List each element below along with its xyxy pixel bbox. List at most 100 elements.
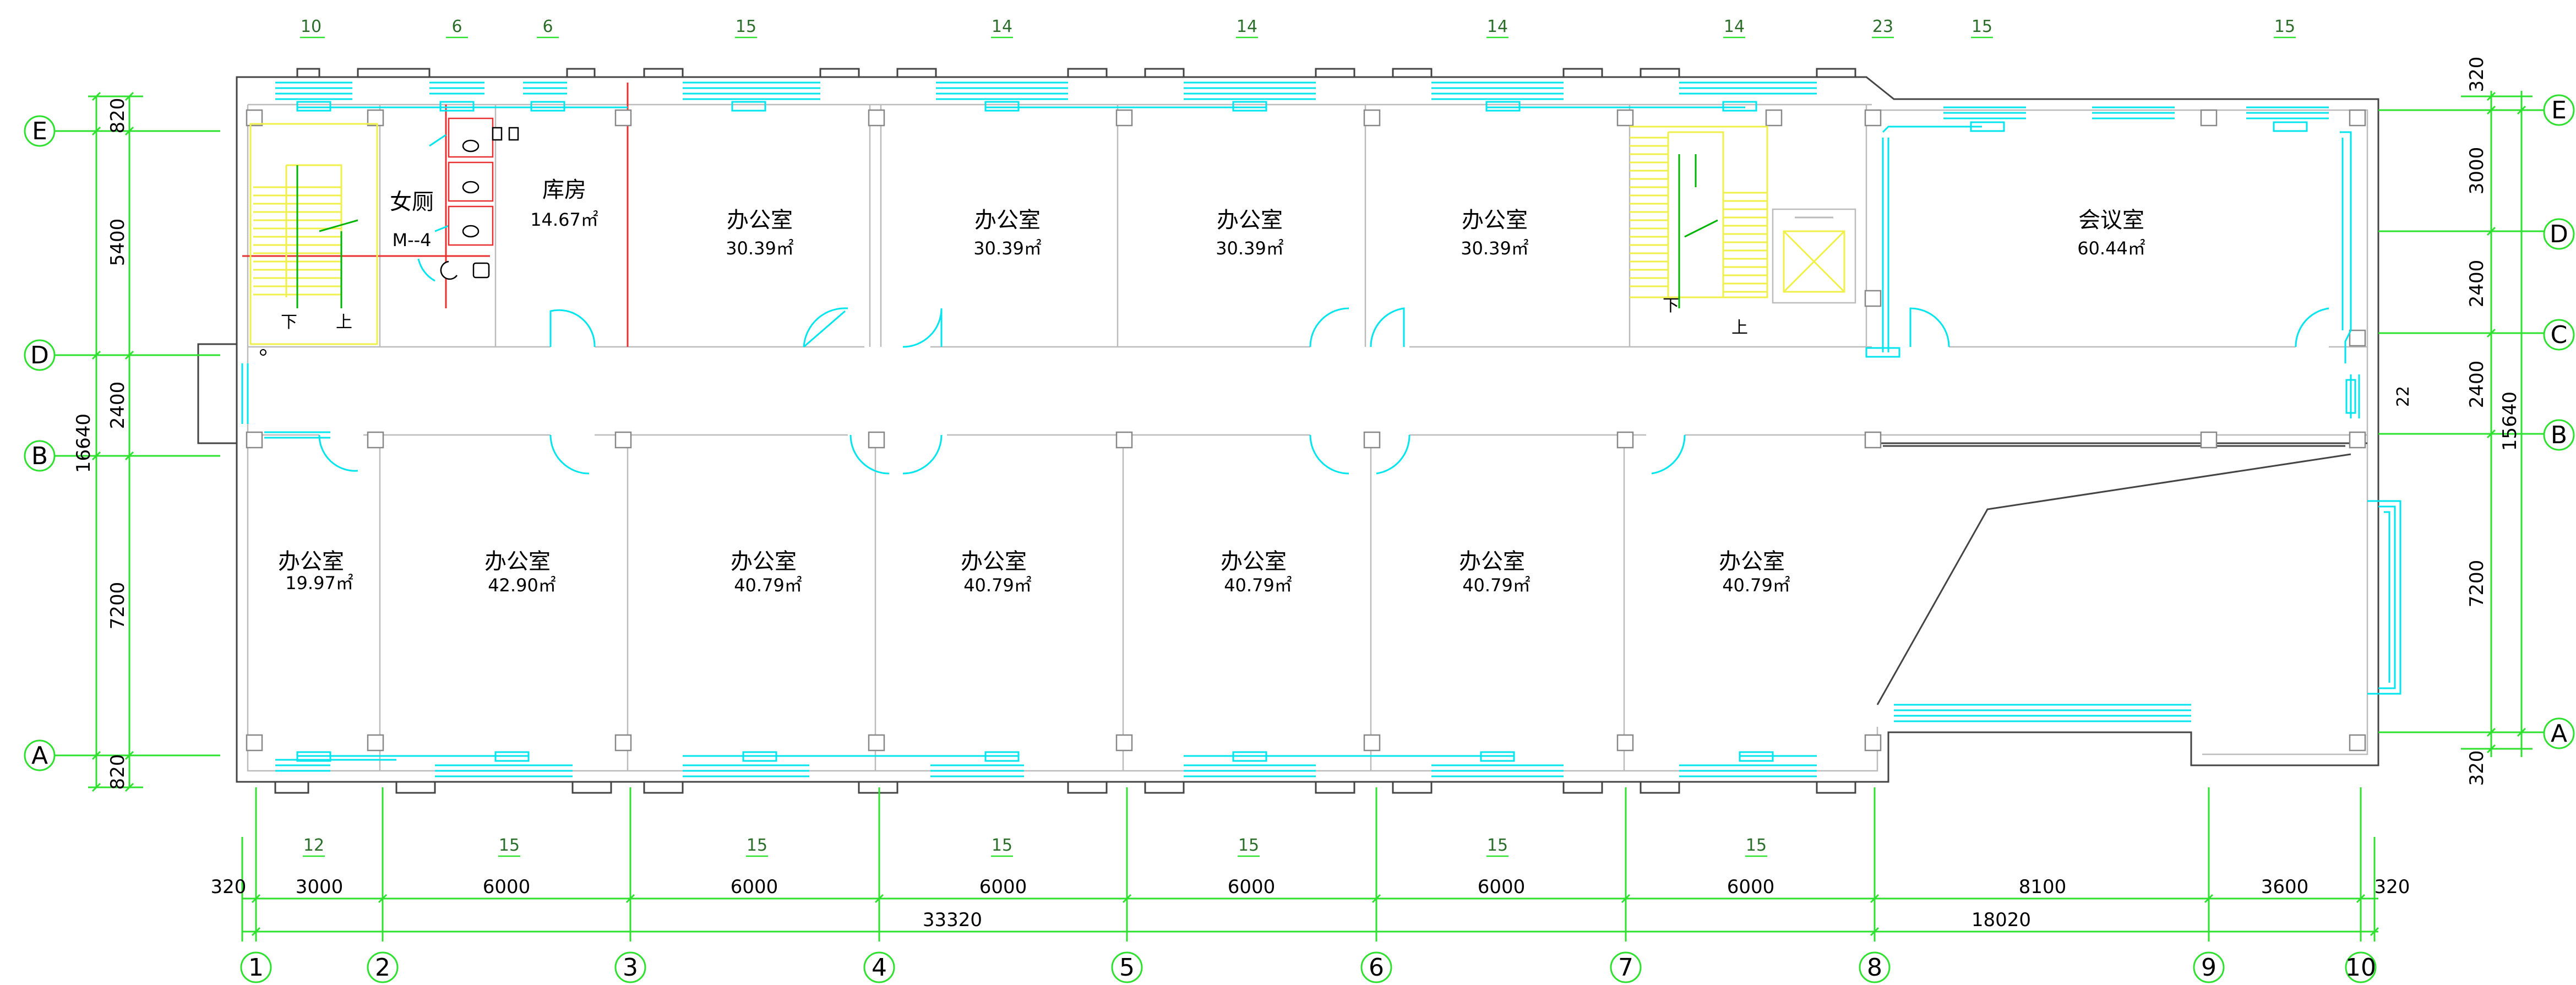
room-name-office-s5: 办公室 [1221, 549, 1287, 574]
top-tag: 15 [736, 17, 756, 36]
grid-column-label: 6 [1369, 954, 1384, 982]
dim-left: 7200 [107, 582, 129, 630]
top-tag: 14 [1237, 17, 1257, 36]
room-code-womens-toilet: M--4 [392, 230, 431, 251]
grid-row-label: C [2551, 321, 2568, 349]
grid-column-label: 4 [872, 954, 887, 982]
room-area-office-s1: 19.97㎡ [285, 573, 353, 594]
bottom-tag: 15 [499, 836, 520, 855]
bottom-tag: 12 [303, 836, 324, 855]
dim-bottom: 6000 [731, 876, 778, 898]
dim-right: 2400 [2466, 260, 2488, 308]
room-area-office-n2: 30.39㎡ [973, 238, 1042, 259]
grid-row-label: D [2550, 220, 2568, 248]
room-name-office-n2: 办公室 [974, 208, 1041, 233]
dim-bottom: 6000 [483, 876, 531, 898]
room-area-storage: 14.67㎡ [530, 209, 598, 230]
bottom-tag: 15 [1746, 836, 1767, 855]
building-outline [197, 68, 2379, 794]
dim-bottom-total: 33320 [923, 909, 982, 931]
grid-column-label: 9 [2201, 954, 2216, 982]
dim-left: 820 [107, 754, 129, 790]
grid-row-label: E [2551, 96, 2567, 124]
stair-down-label-east: 下 [1663, 296, 1679, 315]
room-area-office-n1: 30.39㎡ [726, 238, 794, 259]
room-labels: 女厕 M--4 库房 14.67㎡ 办公室 30.39㎡ 办公室 30.39㎡ … [278, 177, 2413, 596]
dim-right: 320 [2466, 750, 2488, 786]
room-area-office-s5: 40.79㎡ [1224, 575, 1292, 596]
windows [241, 81, 2401, 777]
dim-bottom: 6000 [1727, 876, 1775, 898]
dim-bottom: 8100 [2019, 876, 2067, 898]
grid-row-label: A [2551, 720, 2567, 748]
room-name-office-s6: 办公室 [1459, 549, 1525, 574]
grid-row-label: B [2551, 421, 2567, 449]
stair-up-label-east: 上 [1731, 318, 1748, 338]
room-area-office-s6: 40.79㎡ [1462, 575, 1531, 596]
room-area-office-n4: 30.39㎡ [1461, 238, 1529, 259]
columns [246, 109, 2366, 752]
dim-left-total: 16640 [73, 413, 95, 473]
bottom-tags: 12 15 15 15 15 15 15 [303, 836, 1767, 857]
room-name-office-n4: 办公室 [1462, 208, 1528, 233]
dim-right-total: 15640 [2499, 391, 2521, 451]
top-tag: 6 [542, 17, 553, 36]
grid-column-label: 10 [2345, 954, 2376, 982]
dim-bottom: 6000 [1478, 876, 1526, 898]
room-name-office-s4: 办公室 [961, 549, 1027, 574]
room-name-storage: 库房 [542, 177, 586, 203]
room-name-meeting: 会议室 [2078, 208, 2144, 233]
top-tag: 6 [451, 17, 462, 36]
bottom-dimensions: 320 3000 6000 6000 6000 6000 6000 6000 8… [211, 787, 2410, 942]
top-tag: 15 [1972, 17, 1992, 36]
grid-column-label: 7 [1618, 954, 1633, 982]
dim-bottom: 320 [2375, 876, 2410, 898]
grid-column-label: 3 [623, 954, 638, 982]
dim-left: 5400 [107, 219, 129, 266]
corridor-tag: 22 [2394, 386, 2413, 407]
room-area-office-s4: 40.79㎡ [963, 575, 1032, 596]
room-name-office-s7: 办公室 [1719, 549, 1785, 574]
room-name-office-s1: 办公室 [278, 549, 344, 574]
grid-row-label: A [31, 742, 48, 770]
room-area-meeting: 60.44㎡ [2077, 238, 2145, 259]
dim-right: 7200 [2466, 560, 2488, 608]
room-area-office-s7: 40.79㎡ [1722, 575, 1790, 596]
room-area-office-s3: 40.79㎡ [734, 575, 802, 596]
dim-right: 320 [2466, 57, 2488, 92]
top-tags: 10 6 6 15 14 14 14 14 23 15 15 [300, 17, 2296, 39]
column-grid-bubbles: 1 2 3 4 5 6 7 8 9 10 [240, 951, 2377, 983]
row-grid-bubbles-right: E D C B A [2543, 94, 2575, 749]
top-tag: 14 [1487, 17, 1508, 36]
room-area-office-s2: 42.90㎡ [488, 575, 556, 596]
dim-bottom: 3000 [296, 876, 344, 898]
dim-left: 820 [107, 98, 129, 134]
dim-right: 3000 [2466, 147, 2488, 195]
row-grid-bubbles-left: E D B A [24, 115, 56, 771]
grid-row-label: B [31, 442, 48, 470]
grid-column-label: 1 [248, 954, 264, 982]
top-tag: 23 [1872, 17, 1893, 36]
stair-up-label: 上 [336, 313, 352, 332]
toilet-fixtures [260, 117, 519, 356]
dim-bottom: 6000 [979, 876, 1027, 898]
top-tag: 14 [992, 17, 1012, 36]
dim-right: 2400 [2466, 361, 2488, 409]
dim-left: 2400 [107, 382, 129, 429]
doors [318, 134, 2329, 475]
dim-bottom: 320 [211, 876, 247, 898]
room-area-office-n3: 30.39㎡ [1216, 238, 1284, 259]
top-tag: 10 [301, 17, 322, 36]
bottom-tag: 15 [992, 836, 1012, 855]
grid-row-label: D [30, 341, 49, 369]
room-name-womens-toilet: 女厕 [390, 189, 434, 215]
grid-column-label: 5 [1119, 954, 1135, 982]
top-tag: 14 [1724, 17, 1745, 36]
grid-row-label: E [32, 117, 47, 145]
bottom-tag: 15 [747, 836, 767, 855]
top-tag: 15 [2274, 17, 2295, 36]
dim-bottom: 3600 [2261, 876, 2309, 898]
right-dimensions: 320 3000 2400 2400 7200 320 15640 [2378, 57, 2544, 786]
room-name-office-s2: 办公室 [484, 549, 551, 574]
